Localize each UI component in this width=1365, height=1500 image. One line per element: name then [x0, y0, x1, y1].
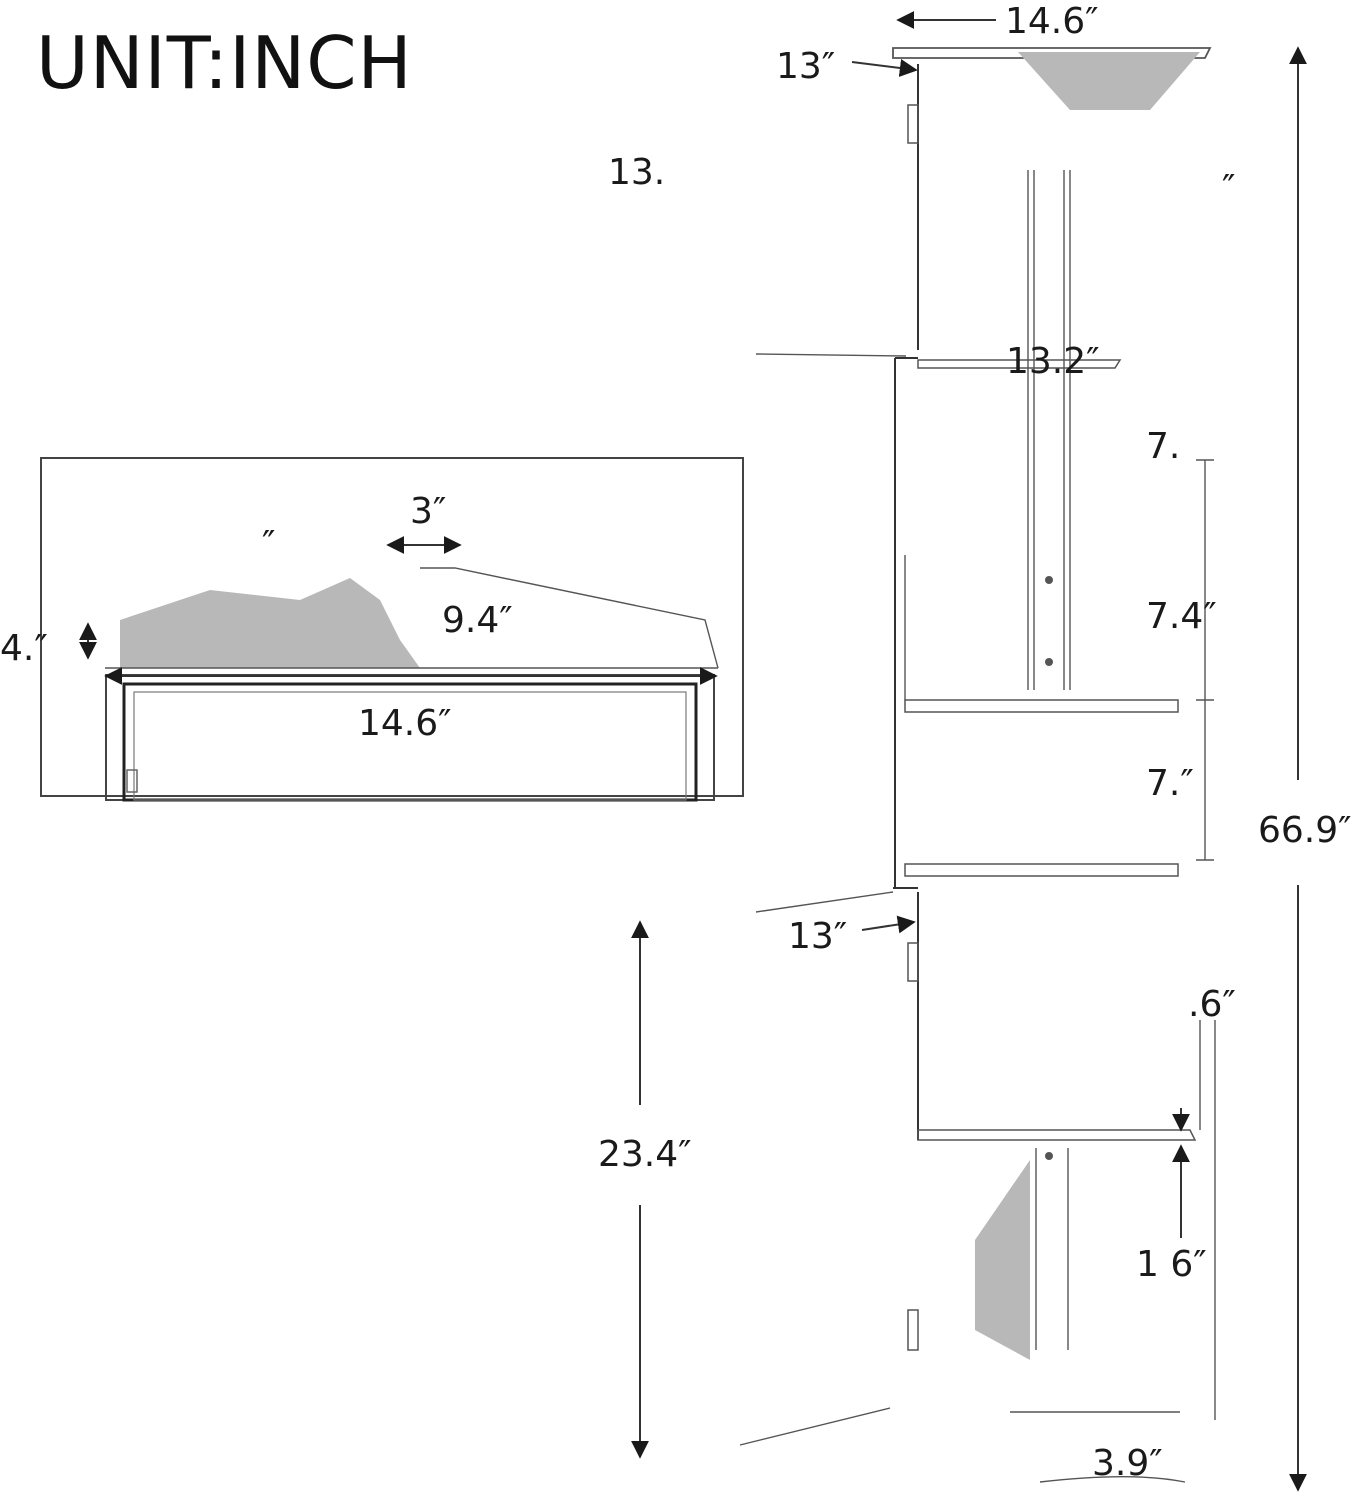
base-height-label: 3.9″	[1092, 1443, 1163, 1484]
shelf-gap-2-label: 7.4″	[1146, 596, 1217, 637]
hinge-icon	[126, 769, 138, 793]
lower-depth-label: 13″	[788, 916, 847, 957]
cabinet-drawing: 14.6″ 13″ 13. ″ 13.2″ 7. 7.4″ 7.″ 66.9″ …	[598, 1, 1352, 1492]
detail-fragment-label: ″	[262, 524, 275, 565]
shelf-gap-3-label: 7.″	[1146, 763, 1194, 804]
detail-top-width-label: 3″	[410, 491, 446, 532]
middle-width-label: 13.2″	[1006, 341, 1100, 382]
lower-shelf-gap-label: .6″	[1188, 984, 1236, 1025]
screw-icon	[1045, 576, 1053, 584]
lower-shelf	[917, 1129, 1197, 1141]
shelf-gap-1-label: 7.	[1146, 426, 1180, 467]
bottom-gap-label: 1 6″	[1136, 1244, 1207, 1285]
unit-label: UNIT:INCH	[36, 21, 413, 105]
shelf-2	[904, 863, 1179, 877]
upper-depth-label: 13″	[776, 46, 835, 87]
detail-diagonal-label: 9.4″	[442, 600, 513, 641]
middle-shelf	[917, 359, 1122, 369]
lower-shading	[975, 1160, 1030, 1360]
shelf-1	[904, 699, 1179, 713]
upper-right-label: ″	[1222, 168, 1235, 209]
top-shading	[1018, 52, 1200, 110]
bottom-hinge-icon	[907, 1309, 919, 1351]
screw-icon	[1045, 658, 1053, 666]
total-height-label: 66.9″	[1258, 810, 1352, 851]
detail-diagonal-edge	[420, 567, 719, 669]
side-label: 13.	[608, 152, 665, 193]
lower-depth-arrow	[861, 915, 916, 934]
upper-hinge-icon	[907, 104, 919, 144]
detail-inset: 3″ 9.4″ 4.″ 14.6″ ″	[0, 457, 744, 802]
lower-hinge-icon	[907, 942, 919, 982]
detail-front-width-label: 14.6″	[358, 703, 452, 744]
detail-top-shading	[120, 578, 420, 668]
detail-thickness-label: 4.″	[0, 628, 48, 669]
top-width-label: 14.6″	[1005, 1, 1099, 42]
lower-height-label: 23.4″	[598, 1134, 692, 1175]
upper-depth-arrow	[851, 59, 918, 77]
screw-icon	[1045, 1152, 1053, 1160]
